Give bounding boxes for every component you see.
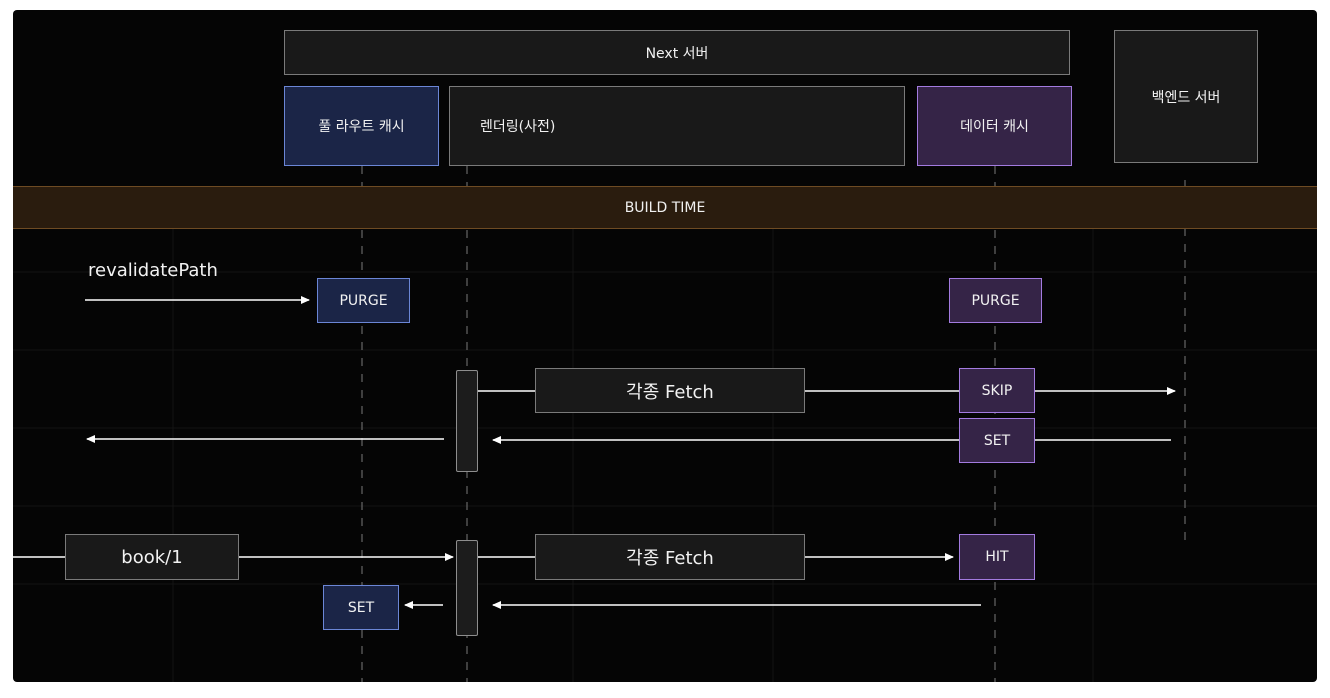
full-route-cache-box: 풀 라우트 캐시 — [284, 86, 439, 166]
grid — [13, 186, 1317, 682]
data-cache-box: 데이터 캐시 — [917, 86, 1072, 166]
hit-label: HIT — [985, 549, 1009, 565]
next-server-box: Next 서버 — [284, 30, 1070, 75]
fetch-box-1: 각종 Fetch — [535, 368, 805, 413]
build-time-band: BUILD TIME — [13, 186, 1317, 229]
rendering-box: 렌더링(사전) — [449, 86, 905, 166]
book-request-box: book/1 — [65, 534, 239, 580]
hit-box: HIT — [959, 534, 1035, 580]
render-activation-1 — [456, 370, 478, 472]
set-left-label: SET — [347, 599, 375, 616]
revalidate-path-label: revalidatePath — [88, 260, 218, 281]
fetch-1-label: 각종 Fetch — [626, 381, 714, 403]
build-time-label: BUILD TIME — [624, 199, 706, 216]
fetch-2-label: 각종 Fetch — [626, 548, 714, 569]
set-right-label: SET — [983, 432, 1011, 449]
purge-right-label: PURGE — [971, 292, 1020, 309]
backend-server-box: 백엔드 서버 — [1114, 30, 1258, 163]
data-cache-label: 데이터 캐시 — [960, 119, 1029, 135]
purge-data-cache: PURGE — [949, 278, 1042, 323]
rendering-label: 렌더링(사전) — [480, 119, 556, 135]
skip-label: SKIP — [981, 382, 1013, 399]
set-data-cache-box: SET — [959, 418, 1035, 463]
diagram-frame: Next 서버 백엔드 서버 풀 라우트 캐시 렌더링(사전) 데이터 캐시 B… — [13, 10, 1317, 682]
render-activation-2 — [456, 540, 478, 636]
backend-server-label: 백엔드 서버 — [1151, 89, 1221, 106]
purge-full-route-cache: PURGE — [317, 278, 410, 323]
purge-left-label: PURGE — [339, 292, 388, 309]
fetch-box-2: 각종 Fetch — [535, 534, 805, 580]
book-request-label: book/1 — [121, 546, 183, 568]
skip-box: SKIP — [959, 368, 1035, 413]
set-full-route-cache-box: SET — [323, 585, 399, 630]
full-route-cache-label: 풀 라우트 캐시 — [318, 119, 405, 135]
next-server-label: Next 서버 — [645, 45, 709, 62]
